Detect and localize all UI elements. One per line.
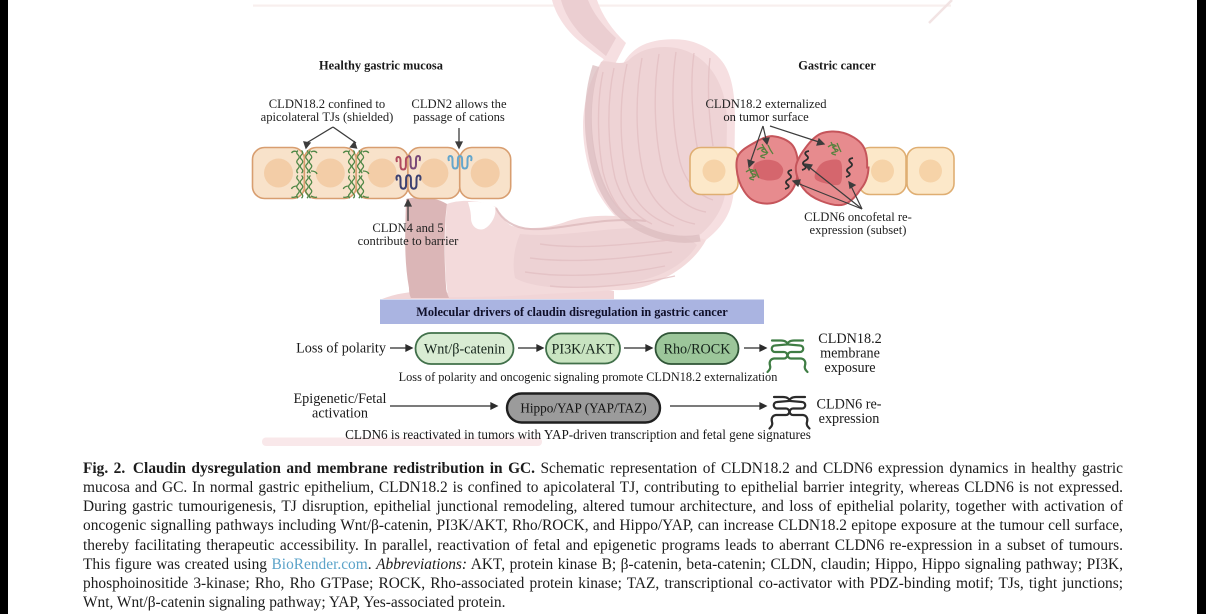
svg-text:exposure: exposure bbox=[824, 360, 875, 376]
svg-text:on tumor surface: on tumor surface bbox=[723, 110, 809, 124]
svg-text:membrane: membrane bbox=[820, 346, 880, 362]
svg-text:Hippo/YAP (YAP/TAZ): Hippo/YAP (YAP/TAZ) bbox=[520, 401, 646, 416]
svg-text:expression: expression bbox=[819, 411, 880, 427]
svg-text:Epigenetic/Fetal: Epigenetic/Fetal bbox=[294, 391, 387, 407]
svg-text:CLDN6 re-: CLDN6 re- bbox=[816, 397, 881, 413]
svg-text:apicolateral TJs (shielded): apicolateral TJs (shielded) bbox=[261, 110, 394, 124]
svg-text:PI3K/AKT: PI3K/AKT bbox=[551, 342, 614, 358]
svg-text:CLDN18.2 confined to: CLDN18.2 confined to bbox=[269, 97, 385, 111]
svg-text:CLDN18.2: CLDN18.2 bbox=[818, 331, 881, 347]
svg-text:Gastric cancer: Gastric cancer bbox=[798, 59, 876, 73]
svg-text:passage of cations: passage of cations bbox=[413, 110, 505, 124]
svg-text:Loss of polarity: Loss of polarity bbox=[296, 341, 387, 357]
svg-text:CLDN18.2 externalized: CLDN18.2 externalized bbox=[706, 97, 828, 111]
svg-text:activation: activation bbox=[312, 406, 368, 422]
svg-text:CLDN2 allows the: CLDN2 allows the bbox=[411, 97, 507, 111]
svg-text:Rho/ROCK: Rho/ROCK bbox=[663, 342, 731, 358]
svg-text:expression (subset): expression (subset) bbox=[810, 223, 907, 237]
svg-text:CLDN6 is reactivated in tumors: CLDN6 is reactivated in tumors with YAP-… bbox=[345, 427, 811, 442]
svg-text:Wnt/β-catenin: Wnt/β-catenin bbox=[424, 342, 505, 358]
svg-text:CLDN6 oncofetal re-: CLDN6 oncofetal re- bbox=[804, 210, 912, 224]
svg-text:contribute to barrier: contribute to barrier bbox=[358, 234, 460, 248]
svg-text:Molecular drivers of claudin d: Molecular drivers of claudin disregulati… bbox=[416, 305, 728, 319]
svg-text:Loss of polarity and oncogenic: Loss of polarity and oncogenic signaling… bbox=[399, 370, 778, 384]
svg-text:Healthy gastric mucosa: Healthy gastric mucosa bbox=[319, 59, 443, 73]
svg-text:CLDN4 and 5: CLDN4 and 5 bbox=[372, 221, 443, 235]
